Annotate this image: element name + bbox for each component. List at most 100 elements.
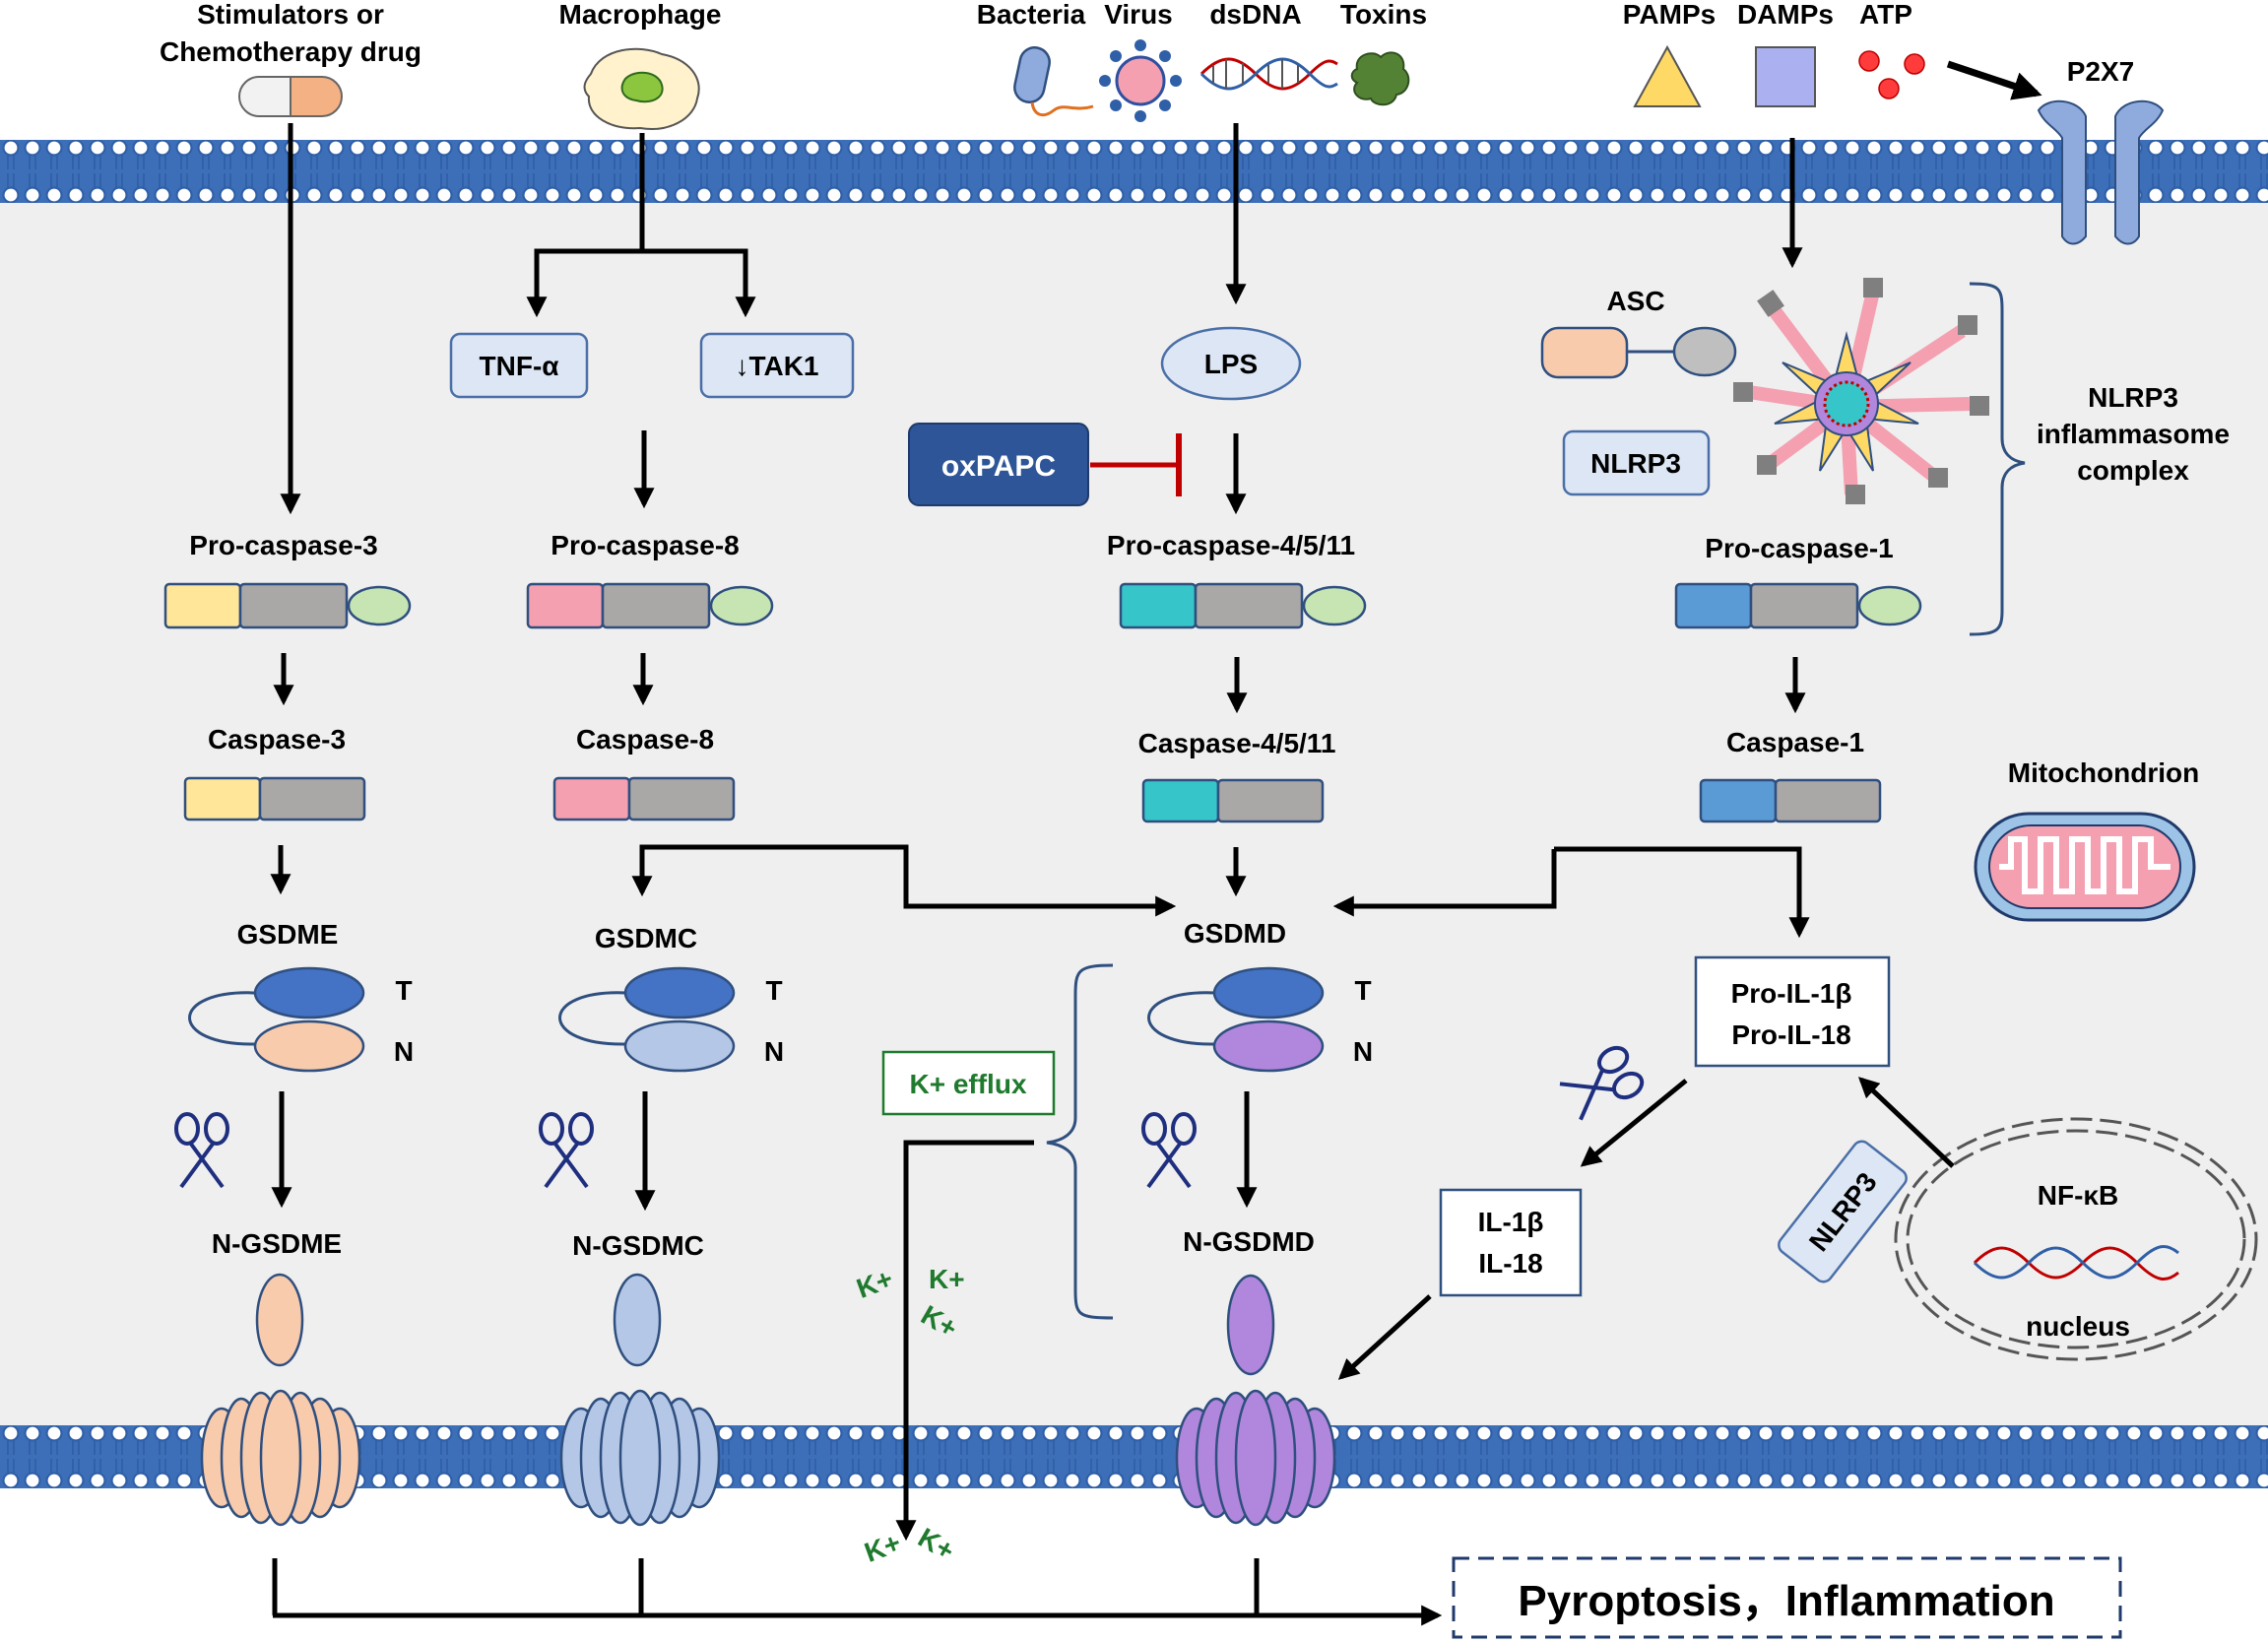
gsdmd-protein (1147, 966, 1325, 1073)
dna-helix-icon (1973, 1244, 2179, 1282)
mitochondrion-icon (1974, 812, 2196, 922)
gsdmd-t-label: T (1354, 975, 1371, 1006)
gsdmd-bracket (1046, 963, 1114, 1320)
gsdme-protein (188, 966, 365, 1073)
pro-caspase-4-5-11 (1119, 582, 1367, 629)
virus-label: Virus (1104, 0, 1173, 30)
bacteria-label: Bacteria (977, 0, 1086, 30)
damps-label: DAMPs (1737, 0, 1834, 30)
caspase-8 (552, 776, 736, 822)
complex-label-3: complex (2077, 455, 2189, 486)
n-gsdme-monomer (255, 1273, 304, 1367)
lps-oval (1160, 326, 1302, 401)
lps-label: LPS (1204, 349, 1258, 379)
outcome-label: Pyroptosis，Inflammation (1518, 1577, 2054, 1625)
inflammasome-icon (1733, 278, 1989, 504)
chemotherapy-label: Chemotherapy drug (160, 36, 421, 67)
nlrp3-box (1562, 429, 1711, 496)
bacteria-icon (1013, 46, 1094, 117)
atp-to-p2x7-arrow (1946, 60, 2042, 100)
nlrp3-label: NLRP3 (1590, 448, 1681, 479)
scissors-icon (1559, 1045, 1645, 1121)
caspase-3-label: Caspase-3 (208, 724, 346, 755)
macrophage-icon (583, 47, 700, 130)
n-gsdmc-label: N-GSDMC (572, 1230, 704, 1261)
caspase-8-label: Caspase-8 (576, 724, 714, 755)
dsdna-label: dsDNA (1209, 0, 1301, 30)
gsdmd-label: GSDMD (1184, 918, 1286, 949)
caspase-1-to-gsdmd-arrow (1332, 849, 1557, 917)
gsdmc-n-label: N (764, 1036, 784, 1067)
gsdmc-protein (558, 966, 736, 1073)
asc-adaptor (1540, 326, 1737, 379)
atp-molecules-icon (1858, 50, 1925, 99)
gsdme-t-label: T (395, 975, 412, 1006)
pro-caspase-4-label: Pro-caspase-4/5/11 (1107, 530, 1355, 560)
tnf-alpha-box (449, 332, 589, 399)
gsdmd-n-label: N (1353, 1036, 1373, 1067)
caspase-1 (1699, 778, 1882, 823)
pamps-triangle-icon (1633, 44, 1702, 107)
mature-cytokine-box (1439, 1188, 1583, 1297)
pro-caspase-3-label: Pro-caspase-3 (189, 530, 377, 560)
asc-label: ASC (1606, 286, 1664, 316)
pro-cytokine-box (1694, 955, 1891, 1068)
stimulators-label: Stimulators or (197, 0, 384, 30)
pro-caspase-8 (526, 582, 774, 629)
gsdmc-t-label: T (765, 975, 782, 1006)
nucleus (1894, 1117, 2258, 1361)
outcome-box (1452, 1556, 2122, 1639)
n-gsdme-label: N-GSDME (212, 1228, 342, 1259)
k-efflux-box (881, 1050, 1056, 1116)
scissors-icon (1141, 1112, 1197, 1189)
n-gsdmd-label: N-GSDMD (1183, 1226, 1315, 1257)
nlrp3-tag: NLRP3 (1778, 1140, 1908, 1283)
oxpapc-label: oxPAPC (941, 450, 1056, 483)
gsdmc-pore (559, 1389, 721, 1527)
pro-caspase-1 (1674, 582, 1922, 629)
p2x7-label: P2X7 (2067, 56, 2135, 87)
oxpapc-box (908, 423, 1089, 506)
nfkb-label: NF-κB (2038, 1180, 2118, 1211)
nucleus-label: nucleus (2026, 1311, 2130, 1342)
pro-il18-label: Pro-IL-18 (1731, 1019, 1850, 1050)
caspase-1-label: Caspase-1 (1726, 727, 1864, 757)
virus-icon (1099, 39, 1182, 122)
gsdme-n-label: N (394, 1036, 414, 1067)
caspase-4-5-11 (1141, 778, 1325, 823)
complex-label-1: NLRP3 (2088, 382, 2178, 413)
k-ion: K+ (929, 1264, 965, 1294)
mitochondrion-label: Mitochondrion (2008, 757, 2199, 788)
pro-caspase-3 (163, 582, 412, 629)
n-gsdmd-monomer (1226, 1274, 1275, 1376)
tak1-box (699, 332, 855, 399)
p2x7-receptor-icon (2037, 99, 2165, 245)
scissors-icon (539, 1112, 594, 1189)
macrophage-label: Macrophage (559, 0, 722, 30)
scissors-icon (174, 1112, 229, 1189)
pro-il1b-label: Pro-IL-1β (1731, 978, 1852, 1009)
caspase-3 (183, 776, 366, 822)
toxin-icon (1350, 51, 1410, 106)
gsdme-label: GSDME (237, 919, 339, 950)
gsdmd-pore (1175, 1389, 1336, 1527)
damps-square-icon (1755, 46, 1816, 107)
dsdna-icon (1199, 57, 1338, 91)
pro-caspase-8-label: Pro-caspase-8 (551, 530, 739, 560)
n-gsdmc-monomer (613, 1273, 662, 1367)
il1b-label: IL-1β (1478, 1207, 1544, 1237)
pro-caspase-1-label: Pro-caspase-1 (1705, 533, 1893, 563)
pill-icon (238, 76, 343, 117)
pamps-label: PAMPs (1623, 0, 1716, 30)
complex-label-2: inflammasome (2037, 419, 2230, 449)
il18-label: IL-18 (1478, 1248, 1542, 1279)
atp-label: ATP (1859, 0, 1912, 30)
toxins-label: Toxins (1340, 0, 1427, 30)
caspase-4-label: Caspase-4/5/11 (1138, 728, 1336, 758)
tak1-label: ↓TAK1 (735, 351, 818, 381)
k-efflux-label: K+ efflux (909, 1069, 1026, 1099)
inflammasome-bracket (1969, 282, 2026, 636)
gsdmc-label: GSDMC (595, 923, 697, 953)
k-efflux-arrow (895, 1140, 1034, 1542)
